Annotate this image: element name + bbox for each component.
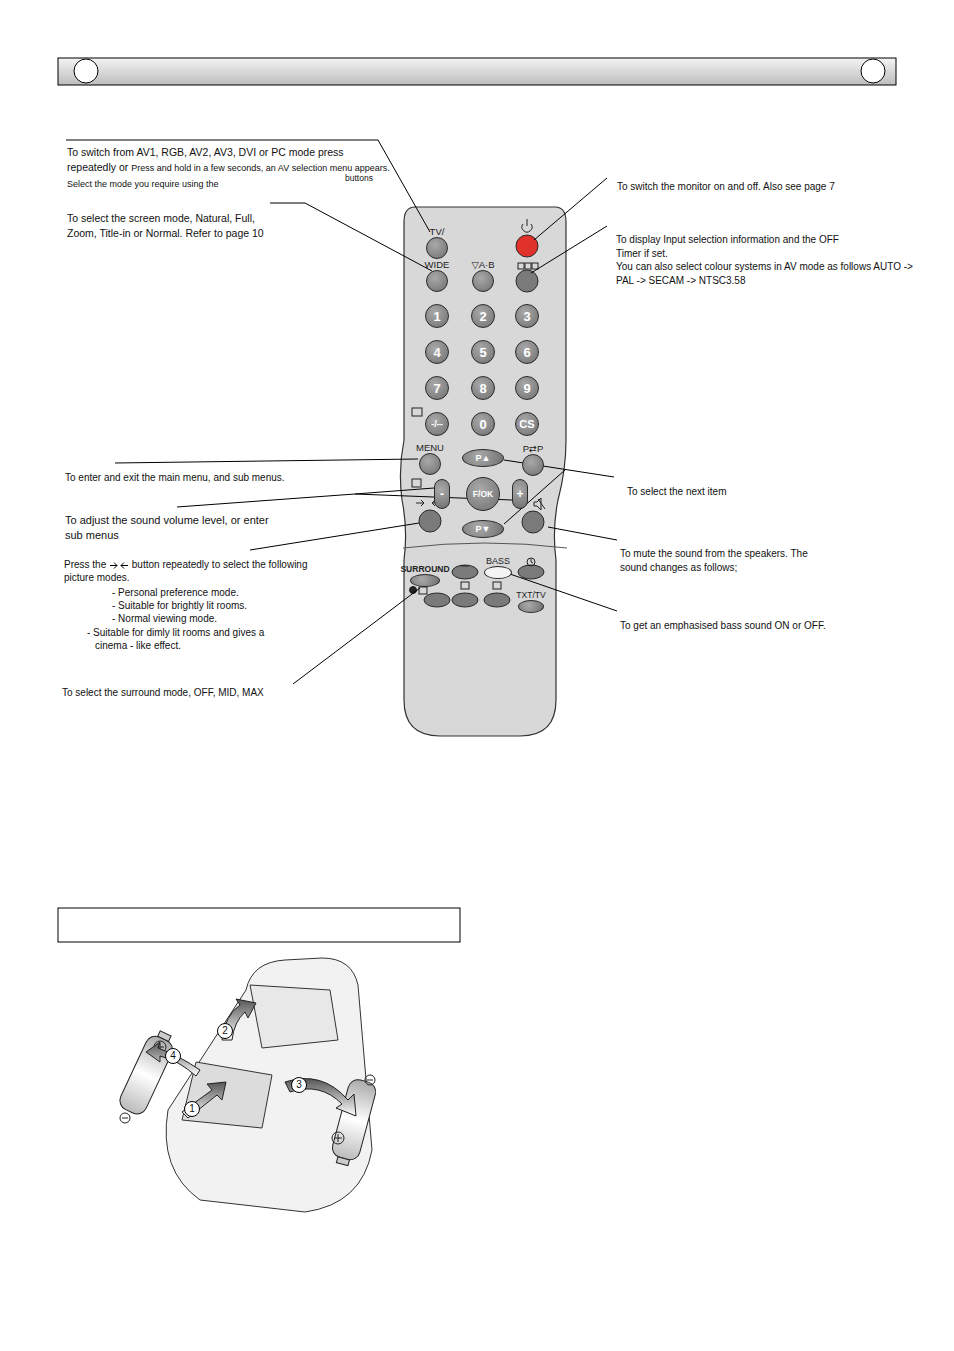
leader-lines <box>66 140 617 684</box>
button-label: BASS <box>486 556 510 566</box>
callout-text: To enter and exit the main menu, and sub… <box>65 471 285 484</box>
header-circle <box>74 59 98 83</box>
section-box <box>58 908 460 942</box>
labelled-button: SURROUND <box>410 574 440 587</box>
callout-text: To adjust the sound volume level, or ent… <box>65 513 270 543</box>
motion-arrows <box>146 999 356 1118</box>
callout-text: To mute the sound from the speakers. The… <box>620 547 810 574</box>
callout-group: To switch from AV1, RGB, AV2, AV3, DVI o… <box>67 145 392 192</box>
labelled-button: MENU <box>419 453 441 475</box>
header-bar <box>58 58 896 85</box>
remote-button: -/-- <box>425 412 449 436</box>
labelled-button: ▽A·B <box>472 270 494 292</box>
button-label: P⇄P <box>523 443 544 454</box>
button-label: SURROUND <box>400 564 449 574</box>
button-text: - <box>440 487 444 501</box>
callout-text: To select the next item <box>627 485 727 498</box>
plain-buttons <box>419 235 544 607</box>
callout-text: To switch the monitor on and off. Also s… <box>617 180 835 193</box>
callout-group: Press the button repeatedly to select th… <box>64 558 339 584</box>
button-label: TXT/TV <box>516 590 545 600</box>
button-text: 3 <box>523 309 530 324</box>
remote-seam <box>403 543 567 548</box>
button-label: WIDE <box>425 259 450 270</box>
button-text: F/OK <box>473 489 493 499</box>
callout-number: 3 <box>291 1077 307 1093</box>
callout-number: 4 <box>165 1048 181 1064</box>
button-label: ▽A·B <box>471 259 494 270</box>
remote-button: 9 <box>515 376 539 400</box>
callout-text: You can also select colour systems in AV… <box>616 260 916 287</box>
callout-text: - Personal preference mode. <box>112 586 239 599</box>
callout-number: 1 <box>184 1101 200 1117</box>
callout-text: - Suitable for brightly lit rooms. <box>112 599 247 612</box>
picture-icon <box>109 561 129 570</box>
remote-button: 1 <box>425 304 449 328</box>
button-text: 0 <box>479 417 486 432</box>
button-text: 5 <box>479 345 486 360</box>
labelled-button: P⇄P <box>522 454 544 476</box>
button-text: + <box>516 487 523 501</box>
callout-text: buttons <box>345 173 373 184</box>
callout-number: 2 <box>217 1023 233 1039</box>
button-label: MENU <box>416 442 444 453</box>
remote-button: P▲ <box>462 449 504 467</box>
remote-back <box>166 958 372 1212</box>
button-text: 1 <box>433 309 440 324</box>
remote-button: 0 <box>471 412 495 436</box>
callout-text: To get an emphasised bass sound ON or OF… <box>620 619 826 632</box>
remote-button: 8 <box>471 376 495 400</box>
callout-text: Press the <box>64 559 106 570</box>
remote-button: 3 <box>515 304 539 328</box>
button-text: CS <box>519 418 534 430</box>
remote-button: + <box>512 479 528 509</box>
remote-body <box>400 207 566 736</box>
callout-text: - Normal viewing mode. <box>112 612 217 625</box>
button-text: -/-- <box>431 419 443 429</box>
battery-cover <box>250 985 338 1048</box>
remote-button: - <box>434 479 450 509</box>
button-text: P▼ <box>476 524 491 534</box>
button-label: TV/ <box>430 226 445 237</box>
button-text: 6 <box>523 345 530 360</box>
remote-button: F/OK <box>466 477 500 511</box>
button-text: 8 <box>479 381 486 396</box>
header-circle <box>861 59 885 83</box>
remote-button: 7 <box>425 376 449 400</box>
button-icons <box>410 219 546 594</box>
button-text: 7 <box>433 381 440 396</box>
button-text: 4 <box>433 345 440 360</box>
callout-text: To select the surround mode, OFF, MID, M… <box>62 686 264 699</box>
labelled-button: TV/ <box>426 237 448 259</box>
remote-button: 2 <box>471 304 495 328</box>
callout-text: - Suitable for dimly lit rooms and gives… <box>87 626 299 652</box>
button-text: 9 <box>523 381 530 396</box>
battery <box>117 1027 179 1117</box>
callout-text: To display Input selection information a… <box>616 233 848 260</box>
remote-button: P▼ <box>462 520 504 538</box>
labelled-button: BASS <box>484 566 512 579</box>
remote-button: 6 <box>515 340 539 364</box>
labelled-button: WIDE <box>426 270 448 292</box>
remote-button: 5 <box>471 340 495 364</box>
callout-text: To select the screen mode, Natural, Full… <box>67 211 282 241</box>
button-text: P▲ <box>476 453 491 463</box>
button-text: 2 <box>479 309 486 324</box>
remote-button: CS <box>515 412 539 436</box>
remote-button: 4 <box>425 340 449 364</box>
polarity-marks <box>120 1041 375 1144</box>
labelled-button: TXT/TV <box>518 600 544 613</box>
